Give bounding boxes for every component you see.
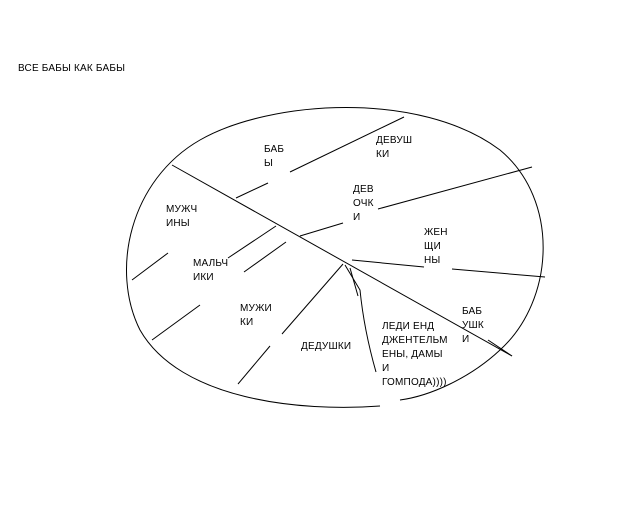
label-zhenshchiny: ЖЕН ЩИ НЫ — [424, 227, 448, 266]
divider-muzhiki-dedushki-b — [237, 345, 271, 385]
divider-zhenshchiny-babushki-a — [351, 259, 425, 268]
divider-malchiki-muzhiki-b — [151, 304, 201, 341]
label-devochki: ДЕВ ОЧК И — [353, 184, 374, 223]
label-babushki: БАБ УШК И — [462, 306, 484, 345]
label-muzhiki: МУЖИ КИ — [240, 303, 272, 328]
label-muzhchiny: МУЖЧ ИНЫ — [166, 204, 198, 229]
label-malchiki: МАЛЬЧ ИКИ — [193, 258, 229, 283]
divider-muzhiki-dedushki-a — [281, 263, 344, 335]
divider-babushki-tick — [487, 339, 513, 357]
divider-devochki-zhenshchiny-a — [377, 166, 533, 210]
label-babi: БАБ Ы — [264, 144, 285, 169]
divider-main-diagonal — [171, 164, 513, 357]
label-ledi: ЛЕДИ ЕНД ДЖЕНТЕЛЬМ ЕНЫ, ДАМЫ И ГОМПОДА))… — [382, 321, 448, 388]
divider-dedushki-ledi — [344, 264, 377, 373]
label-devushki: ДЕВУШ КИ — [376, 135, 413, 160]
divider-muzhchiny-malchiki-b — [131, 252, 169, 281]
divider-zhenshchiny-babushki-b — [451, 268, 546, 278]
outer-oval — [126, 107, 544, 408]
divider-devochki-zhenshchiny-b — [299, 222, 344, 237]
label-dedushki: ДЕДУШКИ — [301, 341, 352, 352]
divider-babi-devushki-b — [235, 182, 269, 199]
divider-malchiki-muzhiki-a — [243, 241, 287, 273]
divider-babi-devushki-a — [289, 116, 405, 173]
page-title: ВСЕ БАБЫ КАК БАБЫ — [18, 63, 126, 74]
divider-ledi-tick — [349, 267, 359, 297]
divider-muzhchiny-malchiki-a — [227, 225, 277, 259]
